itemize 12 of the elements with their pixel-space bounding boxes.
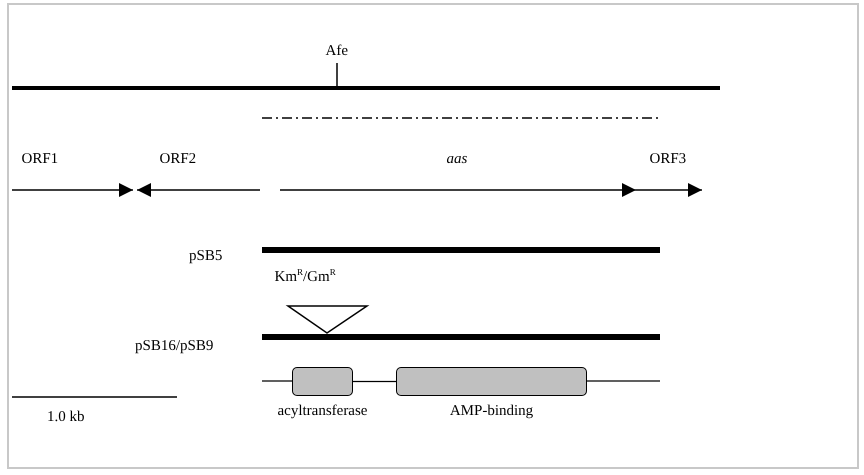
label-text: Km$^{R}$/Gm$^{R}$: [274, 268, 336, 286]
label-text: pSB5: [189, 247, 222, 265]
gene-name: aas: [446, 150, 468, 168]
domain-label: AMP-binding: [450, 402, 534, 420]
label-text: ORF2: [160, 150, 196, 168]
label-text: 1.0 kb: [47, 408, 84, 426]
label-text: pSB16/pSB9: [135, 337, 214, 355]
label-text: ORF1: [22, 150, 58, 168]
label-text: ORF3: [650, 150, 686, 168]
label-text: Afe: [326, 42, 348, 60]
connector-line: [353, 380, 396, 382]
domain-label: acyltransferase: [278, 402, 368, 420]
